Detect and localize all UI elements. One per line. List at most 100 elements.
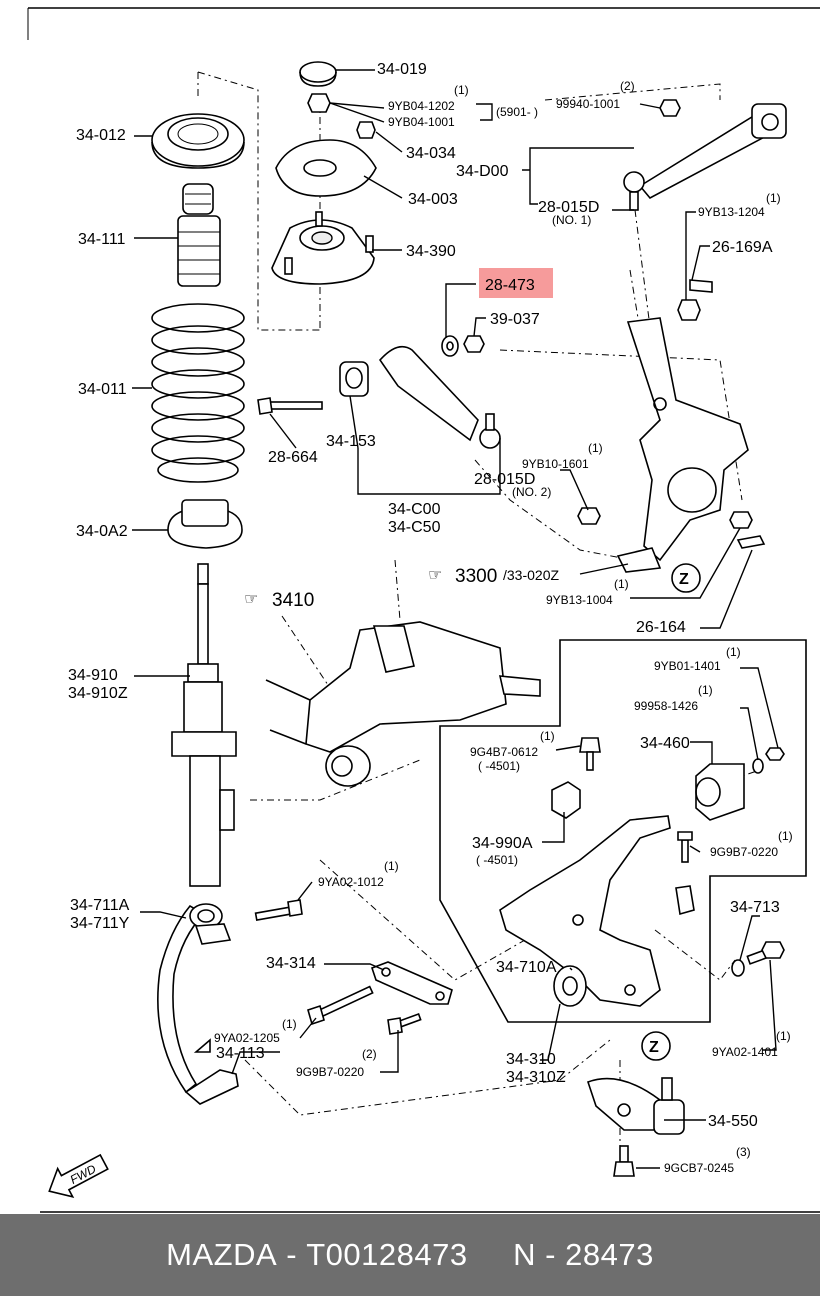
crossmember — [305, 621, 507, 753]
bearing-ring-side — [151, 141, 245, 169]
label-34-390: 34-390 — [406, 243, 456, 260]
crossmember-guide — [281, 615, 331, 689]
label-34-713: 34-713 — [730, 899, 780, 916]
bolt-9ya02-1205 — [317, 985, 374, 1018]
crossmember-tab — [498, 675, 541, 697]
label-28-015d-1: 28-015D — [538, 199, 599, 216]
strut-mount-bore — [311, 231, 333, 245]
label-34-550: 34-550 — [708, 1113, 758, 1130]
bolt-9gcb7-head — [613, 1161, 635, 1177]
crossmember-line — [265, 679, 311, 701]
bushing-34-460-face — [695, 777, 721, 807]
nut-34-034 — [356, 121, 376, 139]
label-28-664: 28-664 — [268, 449, 318, 466]
bushing-34-113 — [193, 1038, 211, 1053]
nut-9yb13-1204 — [677, 299, 701, 321]
bolt-9g9b7-0220 — [681, 839, 689, 863]
label-no-2: (NO. 2) — [512, 485, 551, 499]
label-26-164: 26-164 — [636, 619, 686, 636]
label-qty-1i: (1) — [384, 859, 399, 873]
bearing-ring-34-012 — [151, 113, 245, 167]
footer-separator-1: - — [277, 1237, 307, 1272]
label-qty-1e: (1) — [726, 645, 741, 659]
label-99940-1001: 99940-1001 — [556, 97, 620, 111]
label-34-910: 34-910 — [68, 667, 118, 684]
label-34-460: 34-460 — [640, 735, 690, 752]
label-34-711a: 34-711A — [70, 897, 130, 914]
label-qty-1j: (1) — [282, 1017, 297, 1031]
nut-guide — [474, 459, 633, 561]
bracket-34-314-hole-2 — [435, 991, 445, 1001]
label-9ya02-1012: 9YA02-1012 — [318, 875, 384, 889]
label-34-012: 34-012 — [76, 127, 126, 144]
balljoint-stud — [661, 1077, 673, 1101]
nut-9yb04 — [307, 93, 331, 113]
strut-rod — [197, 583, 209, 665]
bolt-9ya02-1205-head — [307, 1004, 325, 1026]
label-z-1: Z — [679, 571, 689, 588]
upper-arm-bushing — [751, 103, 787, 139]
balljoint-plate-hole — [617, 1103, 631, 1117]
label-34-003: 34-003 — [408, 191, 458, 208]
fwd-arrow-icon: FWD — [48, 1153, 109, 1199]
upper-arm-guide — [544, 83, 721, 101]
label-34-711y: 34-711Y — [70, 915, 130, 932]
steering-knuckle — [626, 317, 749, 562]
label-34-011: 34-011 — [78, 381, 127, 398]
strut-collar — [187, 663, 219, 683]
bolt-9g9b7-0220-lower-head — [387, 1017, 403, 1035]
label-9yb10-1601: 9YB10-1601 — [522, 457, 589, 471]
label-9g9b7-0220-b: 9G9B7-0220 — [296, 1065, 364, 1079]
crossmember-bushing-hole — [331, 755, 353, 777]
footer-number: 28473 — [565, 1237, 654, 1272]
label-range-5901: (5901- ) — [496, 105, 538, 119]
leader-lines — [132, 69, 779, 1169]
strut-bracket — [171, 731, 237, 757]
washer-28-473 — [441, 335, 459, 357]
knuckle-guide — [499, 349, 743, 501]
strut-mount-stud — [315, 211, 323, 227]
label-34-113: 34-113 — [216, 1045, 265, 1062]
lower-arm-hole — [572, 914, 584, 926]
label-34-910z: 34-910Z — [68, 685, 128, 702]
label-34-c50: 34-C50 — [388, 519, 441, 536]
footer-n: N — [513, 1237, 537, 1272]
label-qty-3: (3) — [736, 1145, 751, 1159]
label-qty-1k: (1) — [776, 1029, 791, 1043]
label-9yb13-1204: 9YB13-1204 — [698, 205, 765, 219]
label-28-015d-2: 28-015D — [474, 471, 535, 488]
nut-9yb10-1601 — [577, 507, 601, 525]
bump-stop — [182, 183, 214, 215]
label-3300-icon: ☞ — [428, 567, 442, 584]
dust-boot-34-111 — [177, 215, 221, 287]
link-ball-stud — [485, 413, 495, 431]
link-ball-joint — [479, 427, 501, 449]
diagram-svg: 34-019 (1) 9YB04-1202 9YB04-1001 (5901- … — [27, 7, 820, 1213]
label-no-1: (NO. 1) — [552, 213, 591, 227]
footer-code: T00128473 — [306, 1237, 468, 1272]
stabilizer-link-34-c00 — [378, 345, 479, 442]
dust-cap-34-019 — [299, 61, 337, 83]
z-marker-2 — [641, 1031, 671, 1061]
lower-arm-bushing-hole — [562, 976, 578, 996]
crossmember-bushing — [325, 745, 371, 787]
stabilizer-bar-end — [184, 1069, 239, 1105]
spring-seat-top — [181, 499, 229, 527]
bolt-9g9b7-head — [677, 831, 693, 841]
label-34-034: 34-034 — [406, 145, 456, 162]
label-34-c00: 34-C00 — [388, 501, 441, 518]
label-34-314: 34-314 — [266, 955, 316, 972]
label-z-2: Z — [649, 1039, 659, 1056]
coil-spring-34-011 — [151, 303, 245, 483]
bushing-34-153-hole — [345, 367, 363, 389]
knuckle-hole — [653, 397, 667, 411]
knuckle-arm — [616, 547, 662, 573]
label-9ya02-1205: 9YA02-1205 — [214, 1031, 280, 1045]
label-99958-1426: 99958-1426 — [634, 699, 698, 713]
label-34-710a: 34-710A — [496, 959, 557, 976]
mount-plate-34-003 — [275, 139, 377, 197]
label-qty-2b: (2) — [362, 1047, 377, 1061]
label-9yb01-1401: 9YB01-1401 — [654, 659, 721, 673]
knuckle-hub — [667, 467, 717, 513]
label-qty-1g: (1) — [540, 729, 555, 743]
